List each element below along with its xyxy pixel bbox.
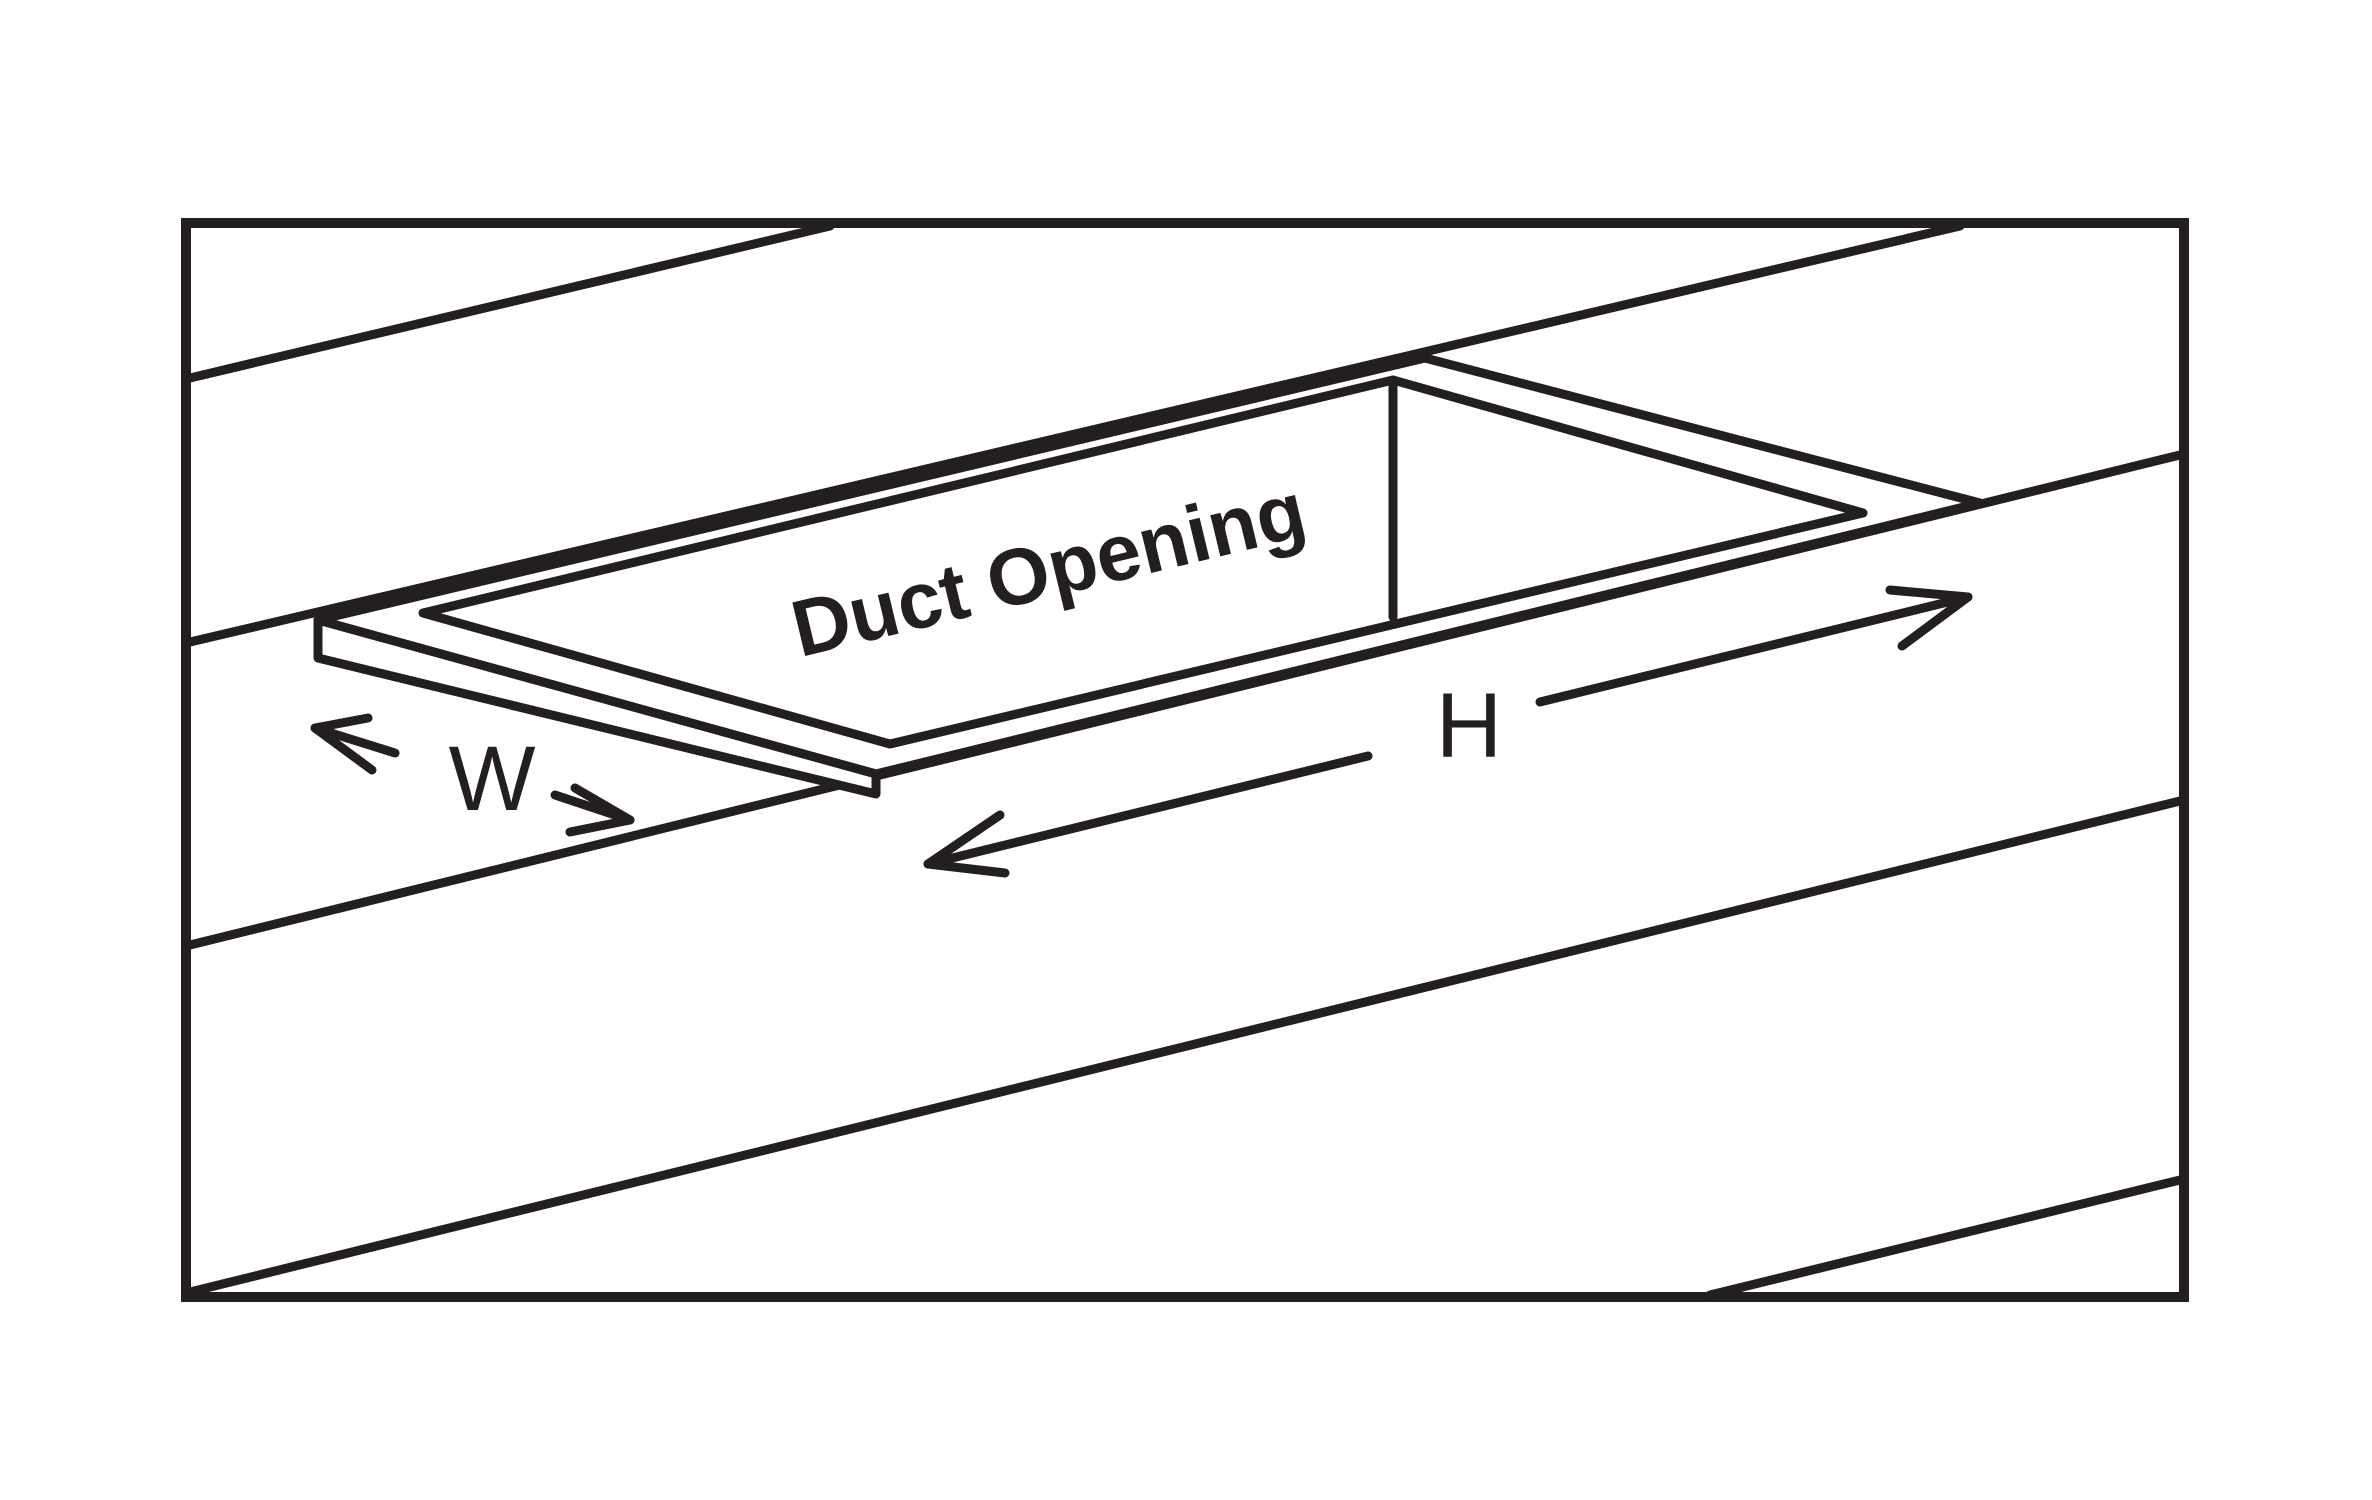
width-label: W xyxy=(449,728,536,830)
height-arrow-right-shaft xyxy=(1535,592,1973,707)
joist-line-1 xyxy=(185,221,835,383)
duct-opening-inner xyxy=(418,375,1868,749)
width-arrow-right-head xyxy=(565,783,635,837)
width-arrow-left-shaft xyxy=(310,723,400,758)
duct-flange-side xyxy=(313,615,881,799)
height-dimension: H xyxy=(923,585,1973,878)
joist-line-5 xyxy=(1705,1175,2185,1300)
width-arrow-left-head xyxy=(310,713,377,775)
joist-line-2 xyxy=(185,221,1965,647)
height-arrow-left-shaft xyxy=(923,751,1373,869)
joist-line-4 xyxy=(185,796,2185,1297)
height-label: H xyxy=(1436,675,1502,777)
height-arrow-right-head xyxy=(1885,585,1973,651)
width-dimension: W xyxy=(310,713,635,837)
outer-frame xyxy=(181,218,2189,1302)
duct-opening-shape xyxy=(313,353,1985,799)
height-arrow-left-head xyxy=(923,810,1010,878)
